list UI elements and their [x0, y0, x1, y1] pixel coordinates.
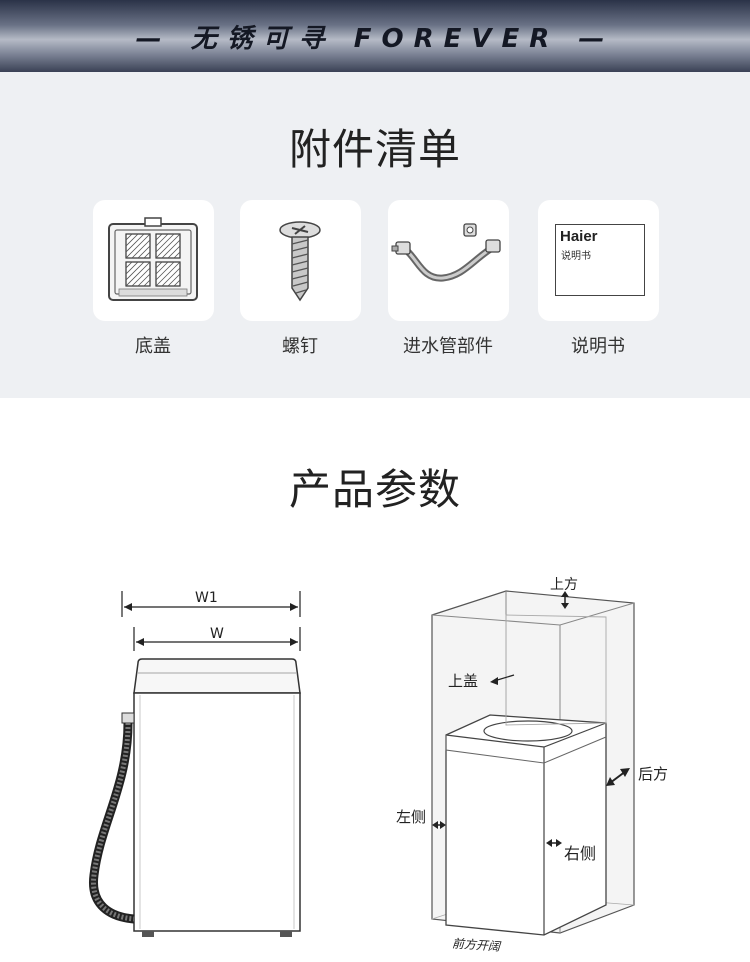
- accessory-card-inlet-hose: [388, 200, 509, 321]
- washer-front-diagram: [89, 591, 301, 937]
- clearance-top-label: 上方: [550, 577, 578, 593]
- bottom-cover-icon: [108, 217, 198, 301]
- accessory-label-inlet-hose: 进水管部件: [403, 336, 493, 357]
- accessory-label-bottom-cover: 底盖: [135, 336, 171, 357]
- manual-brand-logo: Haier: [560, 228, 598, 245]
- accessory-card-screw: [240, 200, 361, 321]
- top-banner: [0, 0, 750, 72]
- clearance-back-label: 后方: [638, 765, 669, 783]
- clearance-left-label: 左侧: [396, 808, 427, 826]
- dimension-w-label: W: [210, 626, 224, 642]
- accessories-section: 附件清单 底盖: [0, 72, 750, 398]
- dimension-w1-label: W1: [195, 590, 218, 606]
- clearance-front-label: 前方开阔: [451, 936, 501, 954]
- inlet-hose-icon: [391, 223, 501, 282]
- accessory-card-bottom-cover: [93, 200, 214, 321]
- clearance-right-label: 右侧: [564, 844, 597, 863]
- accessory-label-manual: 说明书: [571, 336, 625, 357]
- screw-icon: [279, 221, 321, 302]
- accessories-title: 附件清单: [288, 125, 461, 174]
- params-title: 产品参数: [288, 465, 461, 514]
- clearance-lid-label: 上盖: [448, 672, 479, 690]
- accessory-label-screw: 螺钉: [282, 336, 318, 357]
- installation-clearance-diagram: [431, 590, 635, 936]
- manual-icon: Haier 说明书: [555, 224, 645, 296]
- manual-cover-text: 说明书: [561, 251, 591, 262]
- banner-slogan: — 无锈可寻 FOREVER —: [135, 24, 615, 54]
- accessory-card-manual: Haier 说明书: [538, 200, 659, 321]
